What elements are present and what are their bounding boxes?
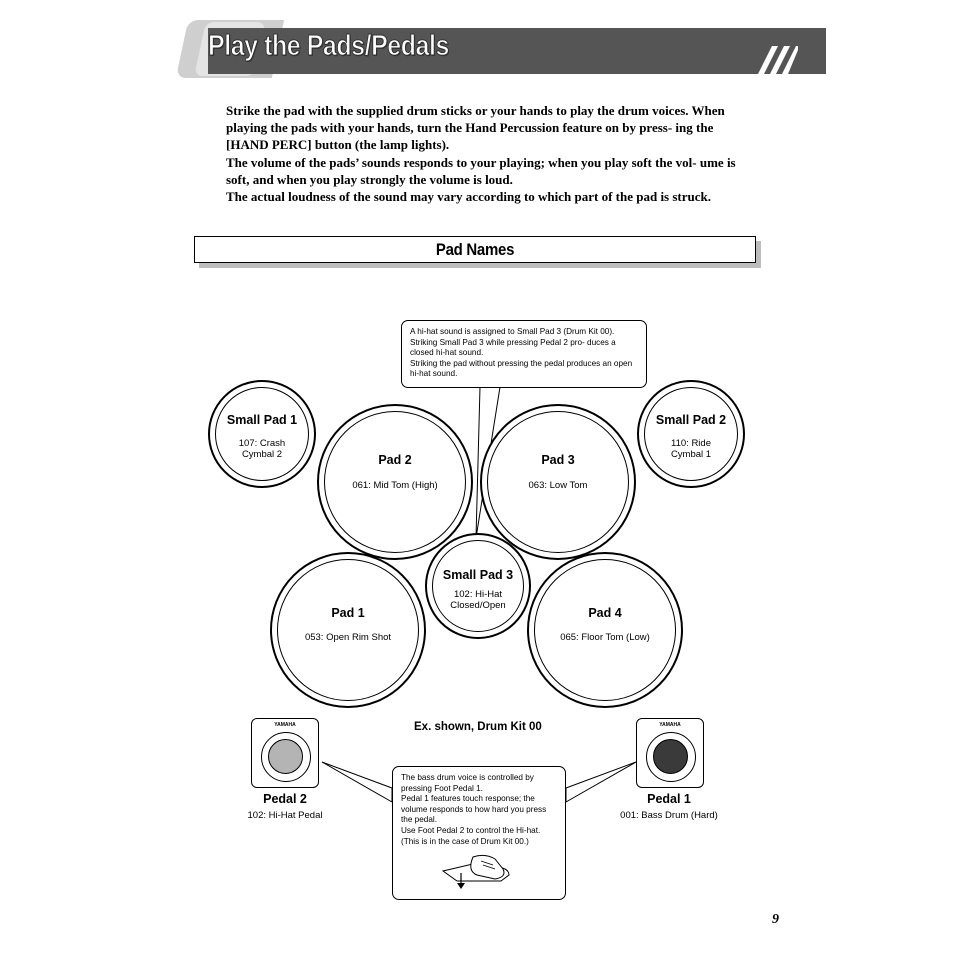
pad-voice: 053: Open Rim Shot	[272, 632, 424, 643]
pedal-callout: The bass drum voice is controlled by pre…	[392, 766, 566, 900]
pad-name: Small Pad 1	[210, 413, 314, 427]
pedal-voice: 102: Hi-Hat Pedal	[225, 810, 345, 821]
small-pad-2[interactable]: Small Pad 2 110: Ride Cymbal 1	[637, 380, 745, 488]
pad-1[interactable]: Pad 1 053: Open Rim Shot	[270, 552, 426, 708]
callout-text: Pedal 1 features touch response; the vol…	[401, 794, 557, 826]
pedal-disc	[653, 739, 688, 774]
callout-text: A hi-hat sound is assigned to Small Pad …	[410, 327, 638, 359]
callout-text: Striking the pad without pressing the pe…	[410, 359, 638, 380]
small-pad-1[interactable]: Small Pad 1 107: Crash Cymbal 2	[208, 380, 316, 488]
pad-name: Small Pad 2	[639, 413, 743, 427]
pedal-disc	[268, 739, 303, 774]
pad-3[interactable]: Pad 3 063: Low Tom	[480, 404, 636, 560]
pad-2[interactable]: Pad 2 061: Mid Tom (High)	[317, 404, 473, 560]
pad-voice: 110: Ride Cymbal 1	[639, 438, 743, 460]
pad-4[interactable]: Pad 4 065: Floor Tom (Low)	[527, 552, 683, 708]
pad-name: Pad 3	[482, 453, 634, 467]
hihat-callout: A hi-hat sound is assigned to Small Pad …	[401, 320, 647, 388]
pad-name: Pad 1	[272, 606, 424, 620]
pad-name: Small Pad 3	[427, 568, 529, 582]
yamaha-logo: YAMAHA	[252, 722, 318, 728]
pedal-ring	[646, 732, 696, 782]
pedal-name: Pedal 2	[240, 792, 330, 806]
callout-text: Use Foot Pedal 2 to control the Hi-hat. …	[401, 826, 557, 847]
pedal-2[interactable]: YAMAHA	[251, 718, 319, 788]
pad-name: Pad 2	[319, 453, 471, 467]
pad-voice: 065: Floor Tom (Low)	[529, 632, 681, 643]
foot-pressing-pedal-icon	[437, 851, 517, 891]
page-number: 9	[772, 912, 779, 928]
pedal-1[interactable]: YAMAHA	[636, 718, 704, 788]
pad-name: Pad 4	[529, 606, 681, 620]
pad-voice: 061: Mid Tom (High)	[319, 480, 471, 491]
pedal-ring	[261, 732, 311, 782]
yamaha-logo: YAMAHA	[637, 722, 703, 728]
pedal-name: Pedal 1	[624, 792, 714, 806]
pad-voice: 063: Low Tom	[482, 480, 634, 491]
small-pad-3[interactable]: Small Pad 3 102: Hi-Hat Closed/Open	[425, 533, 531, 639]
callout-text: The bass drum voice is controlled by pre…	[401, 773, 557, 794]
pad-voice: 102: Hi-Hat Closed/Open	[427, 589, 529, 611]
example-label: Ex. shown, Drum Kit 00	[414, 721, 542, 733]
pedal-voice: 001: Bass Drum (Hard)	[604, 810, 734, 821]
pad-voice: 107: Crash Cymbal 2	[210, 438, 314, 460]
